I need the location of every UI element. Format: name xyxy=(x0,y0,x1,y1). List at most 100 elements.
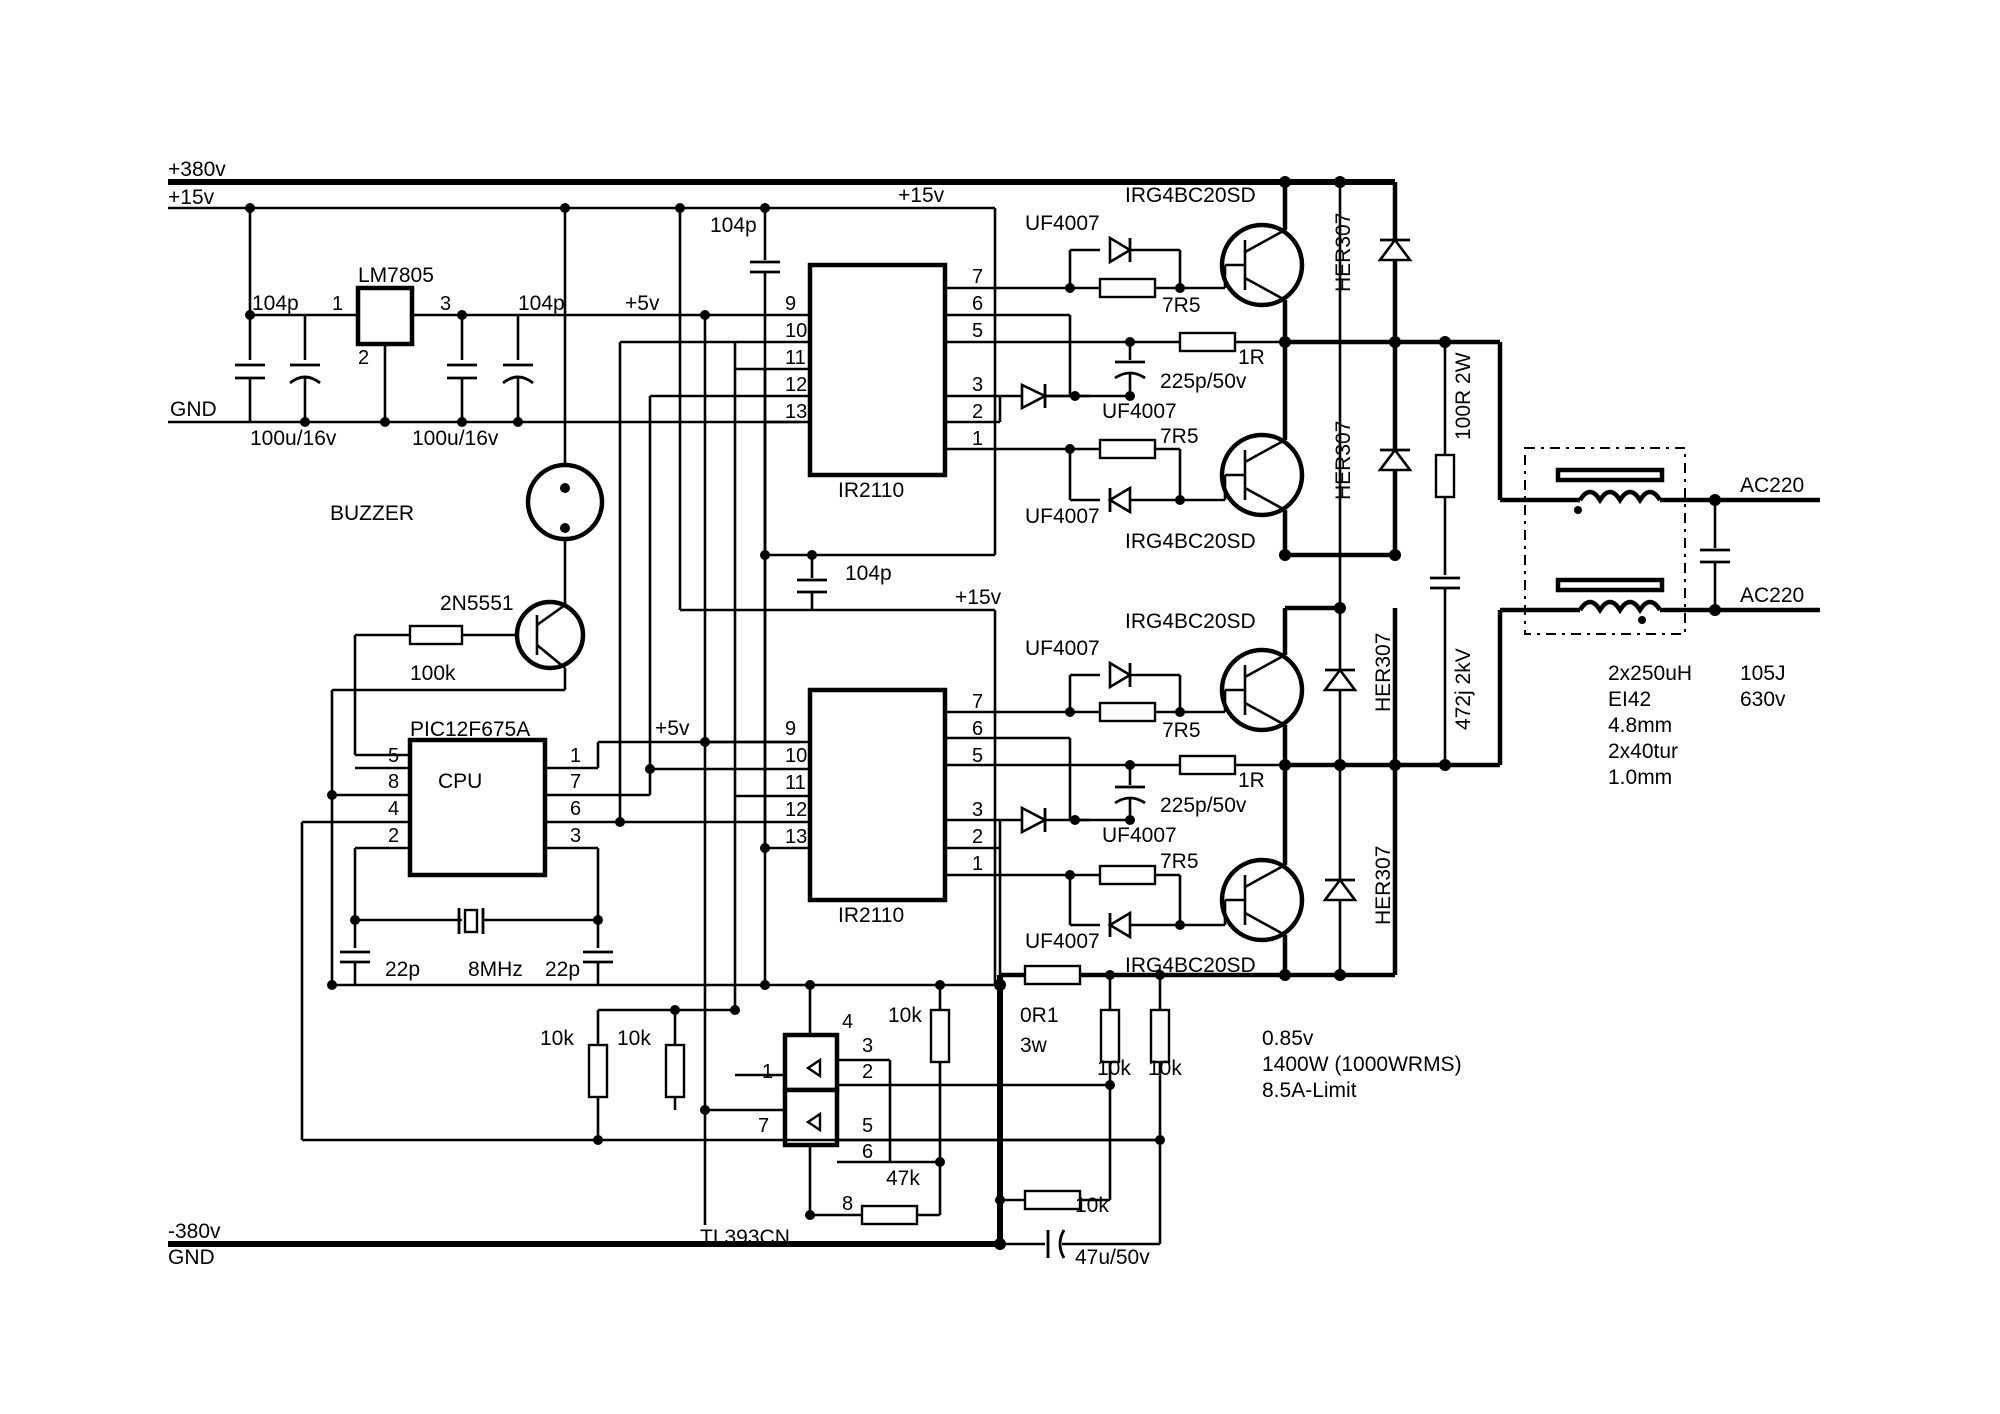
mcu-pin: 8 xyxy=(388,771,399,793)
junction-dot xyxy=(1175,495,1185,505)
resistor-10k xyxy=(1023,1189,1082,1211)
crystal-8mhz xyxy=(463,908,479,934)
uf4007-diode xyxy=(1108,235,1133,265)
her307-diode xyxy=(1322,667,1358,692)
driver-pin: 10 xyxy=(785,320,807,342)
comparator-symbol xyxy=(805,1057,822,1079)
junction-dot xyxy=(1389,759,1401,771)
junction-dot xyxy=(730,1005,740,1015)
driver-pin: 11 xyxy=(785,347,806,369)
mcu-pin: 4 xyxy=(388,798,399,820)
junction-dot xyxy=(1105,1080,1115,1090)
junction-dot xyxy=(1709,494,1721,506)
tl393-comparator-b xyxy=(782,1087,840,1148)
junction-dot xyxy=(760,843,770,853)
mcu-pin: 5 xyxy=(388,745,399,767)
label-plus5-b: +5v xyxy=(655,717,690,740)
elco-in-label: 100u/16v xyxy=(250,427,337,450)
decoupling-bottom-label: 104p xyxy=(845,562,892,585)
junction-dot xyxy=(675,203,685,213)
junction-dot xyxy=(245,310,255,320)
mcu-label: CPU xyxy=(438,770,482,793)
resistor-label: 10k xyxy=(1075,1194,1109,1217)
junction-dot xyxy=(700,310,710,320)
junction-dot xyxy=(760,980,770,990)
filter-cap-note: 630v xyxy=(1740,688,1786,711)
mcu-pin: 1 xyxy=(570,745,581,767)
design-notes: 0.85v 1400W (1000WRMS) 8.5A-Limit xyxy=(1262,1027,1462,1102)
comparator-pin: 1 xyxy=(762,1061,773,1083)
junction-dot xyxy=(350,915,360,925)
junction-dot xyxy=(1065,283,1075,293)
output-filter: AC220 AC220 2x250uH EI42 4.8mm 2x40tur 1… xyxy=(1524,447,1820,789)
npn-transistor-symbol xyxy=(514,599,586,671)
her307-diode xyxy=(1322,877,1358,902)
driver-pin: 13 xyxy=(785,401,807,423)
ac220-label: AC220 xyxy=(1740,474,1804,497)
resistor-10k xyxy=(929,1008,951,1064)
uf4007-bootstrap-diode xyxy=(1020,382,1048,411)
driver-pin: 6 xyxy=(972,293,983,315)
shunt-0r1 xyxy=(1023,964,1082,986)
resistor-1r xyxy=(1178,754,1237,776)
ir2110-bottom-chip xyxy=(807,687,948,903)
label-plus380: +380v xyxy=(168,158,226,181)
resistor-label: 10k xyxy=(617,1027,651,1050)
regulator-section: LM7805 1 3 2 104p 104p 100u/16v 100u/16v… xyxy=(235,203,810,450)
bootstrap-cap-label: 225p/50v xyxy=(1160,370,1247,393)
junction-dot xyxy=(1125,391,1135,401)
junction-dot xyxy=(807,550,817,560)
driver-pin: 2 xyxy=(972,401,983,423)
lm7805-pin-gnd: 2 xyxy=(358,347,369,369)
junction-dot xyxy=(245,203,255,213)
resistor-47k xyxy=(860,1204,919,1226)
resistor-10k xyxy=(664,1043,686,1099)
her307-label: HER307 xyxy=(1332,421,1355,500)
igbt-label: IRG4BC20SD xyxy=(1125,610,1256,633)
comparator-pin: 7 xyxy=(758,1115,769,1137)
her307-label: HER307 xyxy=(1372,633,1395,712)
her307-diode xyxy=(1377,447,1413,472)
label-plus15: +15v xyxy=(168,186,215,209)
resistor-7r5 xyxy=(1098,277,1157,299)
resistor-1r-label: 1R xyxy=(1238,346,1265,369)
igbt-label: IRG4BC20SD xyxy=(1125,954,1256,977)
resistor-1r-label: 1R xyxy=(1238,769,1265,792)
junction-dot xyxy=(1279,176,1291,188)
comparator-symbol xyxy=(805,1111,822,1133)
resistor-100r xyxy=(1434,453,1456,499)
junction-dot xyxy=(1334,759,1346,771)
junction-dot xyxy=(1065,444,1075,454)
buzzer-section: BUZZER 2N5551 100k xyxy=(330,203,605,757)
driver-top: IR2110 9 10 11 12 13 7 6 5 3 2 1 xyxy=(650,262,1130,502)
tl393-comparator-a xyxy=(782,1032,840,1093)
lm7805-chip xyxy=(355,285,415,347)
mcu-name: PIC12F675A xyxy=(410,718,530,741)
igbt-label: IRG4BC20SD xyxy=(1125,184,1256,207)
junction-dot xyxy=(995,1195,1005,1205)
junction-dot xyxy=(805,980,815,990)
snubber-capacitor-label: 472j 2kV xyxy=(1452,648,1475,730)
mcu-pin: 3 xyxy=(570,825,581,847)
driver-pin: 7 xyxy=(972,266,983,288)
driver-pin: 9 xyxy=(785,718,796,740)
uf4007-bootstrap-diode xyxy=(1020,805,1048,835)
resistor-7r5 xyxy=(1098,438,1157,460)
mcu-section: PIC12F675A CPU 5 8 4 2 1 7 6 3 xyxy=(300,690,1000,1140)
junction-dot xyxy=(1155,970,1165,980)
cap-in-label: 104p xyxy=(252,292,299,315)
comparator-pin: 4 xyxy=(842,1011,853,1033)
junction-dot xyxy=(1334,176,1346,188)
label-plus15-b: +15v xyxy=(955,586,1002,609)
gate-drive-bottom: UF4007 7R5 1R 225p/50v UF4007 7R5 UF4007 xyxy=(1000,637,1280,953)
shunt-label: 0R1 xyxy=(1020,1004,1059,1027)
driver-pin: 5 xyxy=(972,320,983,342)
power-rails: +380v +15v GND -380v GND xyxy=(168,158,1395,1269)
elco-out-label: 100u/16v xyxy=(412,427,499,450)
igbt-q1 xyxy=(1219,222,1305,308)
resistor-10k xyxy=(1099,1008,1121,1064)
comparator-pin: 6 xyxy=(862,1141,873,1163)
elco-label: 47u/50v xyxy=(1075,1246,1150,1269)
junction-dot xyxy=(1070,815,1080,825)
igbt-q3 xyxy=(1219,647,1305,733)
